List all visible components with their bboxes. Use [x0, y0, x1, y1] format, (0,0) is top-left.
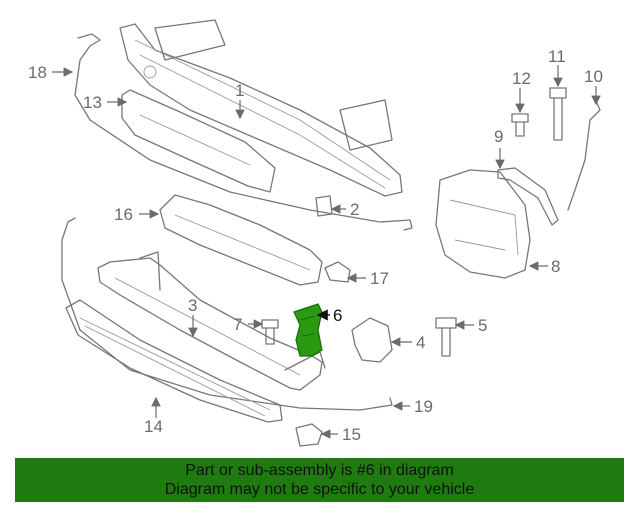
clip-part-10: [567, 95, 601, 211]
callout-14: 14: [144, 417, 163, 436]
callout-9: 9: [494, 127, 503, 146]
callout-16: 16: [114, 205, 133, 224]
clip-part-2: [315, 195, 333, 217]
lower-energy-absorber: [159, 194, 323, 286]
callout-8: 8: [551, 257, 560, 276]
lower-grille: [65, 299, 283, 423]
banner-line-2: Diagram may not be specific to your vehi…: [164, 481, 475, 498]
leader-lines: [52, 65, 601, 439]
callout-17: 17: [370, 269, 389, 288]
callout-12: 12: [512, 69, 531, 88]
callout-3: 3: [188, 296, 197, 315]
bracket-part-17: [324, 261, 351, 283]
sensor-part-15: [295, 423, 323, 447]
parts-diagram: 1 2 3 4 5 6 7 8 9 10 11 12 13 14 15 16 1…: [28, 19, 603, 447]
callout-13: 13: [83, 93, 102, 112]
banner-line-1: Part or sub-assembly is #6 in diagram: [185, 462, 454, 479]
bolt-part-11: [549, 87, 567, 141]
bolt-part-5: [435, 317, 457, 357]
strip-part-9: [497, 167, 559, 226]
callout-11: 11: [548, 47, 566, 66]
callout-19: 19: [414, 397, 433, 416]
callout-15: 15: [342, 425, 361, 444]
upper-energy-absorber: [121, 89, 276, 193]
callout-7: 7: [233, 315, 242, 334]
highlighted-part-6: [293, 303, 323, 357]
screw-part-12: [511, 113, 529, 137]
callout-1: 1: [235, 81, 244, 100]
upper-trim-strip: [74, 33, 413, 231]
bumper-reinforcement-beam: [119, 19, 403, 197]
callout-5: 5: [478, 316, 487, 335]
lower-trim-strip: [61, 217, 393, 411]
info-banner: Part or sub-assembly is #6 in diagram Di…: [15, 458, 624, 502]
callout-18: 18: [28, 63, 47, 82]
lower-support-beam: [97, 251, 326, 391]
callout-2: 2: [350, 200, 359, 219]
callout-labels: 1 2 3 4 5 6 7 8 9 10 11 12 13 14 15 16 1…: [28, 47, 603, 444]
callout-4: 4: [416, 333, 425, 352]
housing-part-8: [435, 169, 531, 279]
callout-10: 10: [584, 67, 603, 86]
callout-6: 6: [333, 306, 342, 325]
bracket-part-4: [351, 317, 393, 363]
